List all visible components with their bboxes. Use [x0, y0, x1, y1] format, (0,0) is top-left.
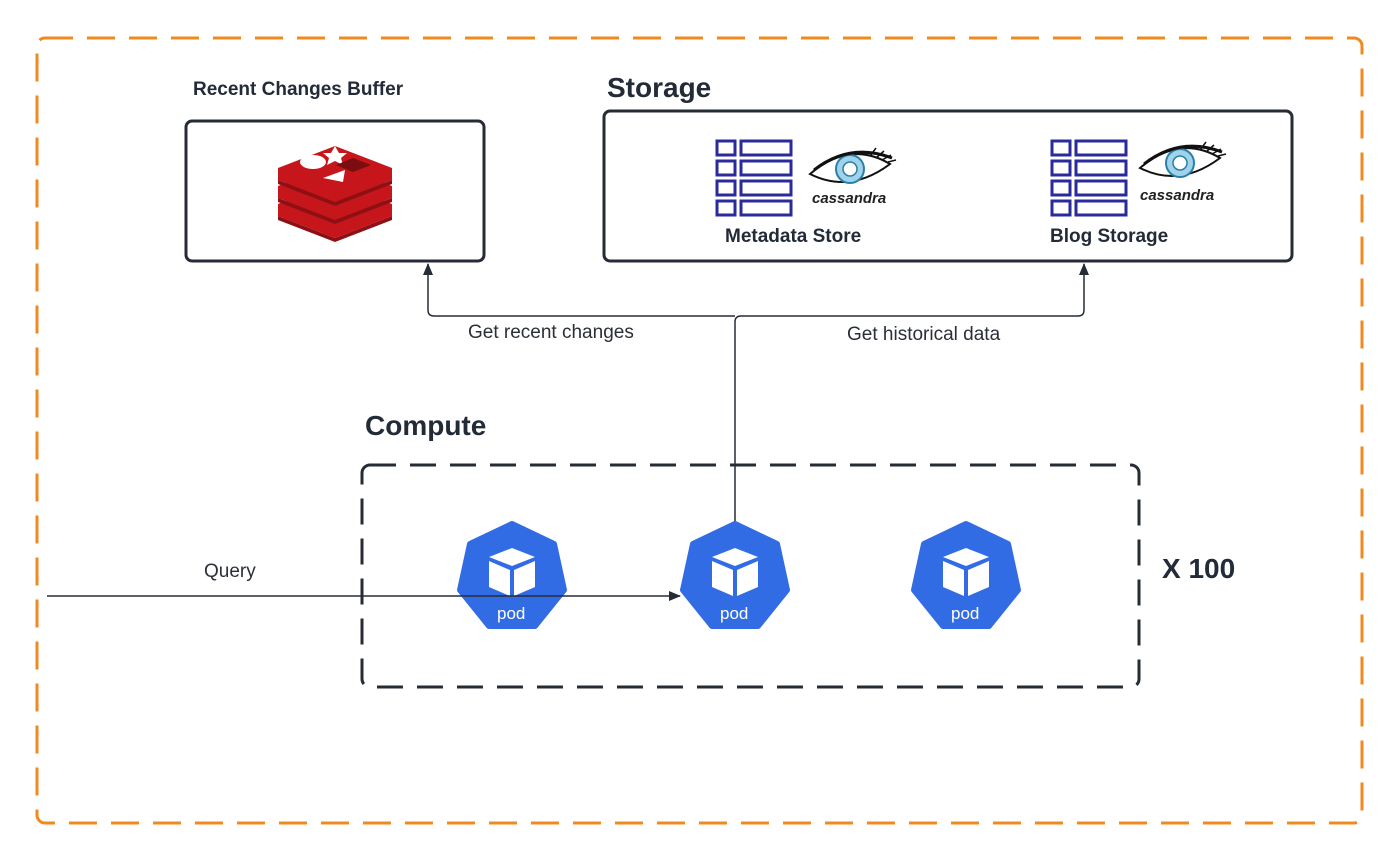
- edge-historical-data: [734, 263, 1089, 523]
- system-boundary: [35, 36, 1364, 825]
- pod-label: pod: [951, 604, 980, 623]
- edge-recent-changes: [423, 263, 735, 317]
- store-label-blog: Blog Storage: [1050, 226, 1169, 247]
- edge-label-query: Query: [204, 561, 256, 582]
- edge-label-recent-changes: Get recent changes: [468, 322, 634, 343]
- redis-icon: [278, 146, 392, 242]
- storage-box[interactable]: [602, 109, 1294, 263]
- buffer-title: Recent Changes Buffer: [193, 79, 404, 100]
- store-label-metadata: Metadata Store: [725, 226, 862, 247]
- edge-label-historical-data: Get historical data: [847, 324, 1001, 345]
- cassandra-wordmark: cassandra: [812, 190, 887, 207]
- replica-multiplier: X 100: [1162, 553, 1236, 584]
- compute-box: [360, 463, 1141, 689]
- pod-label: pod: [497, 604, 526, 623]
- pod-label: pod: [720, 604, 749, 623]
- compute-title: Compute: [365, 410, 487, 441]
- storage-title: Storage: [607, 72, 712, 103]
- cassandra-wordmark: cassandra: [1140, 187, 1215, 204]
